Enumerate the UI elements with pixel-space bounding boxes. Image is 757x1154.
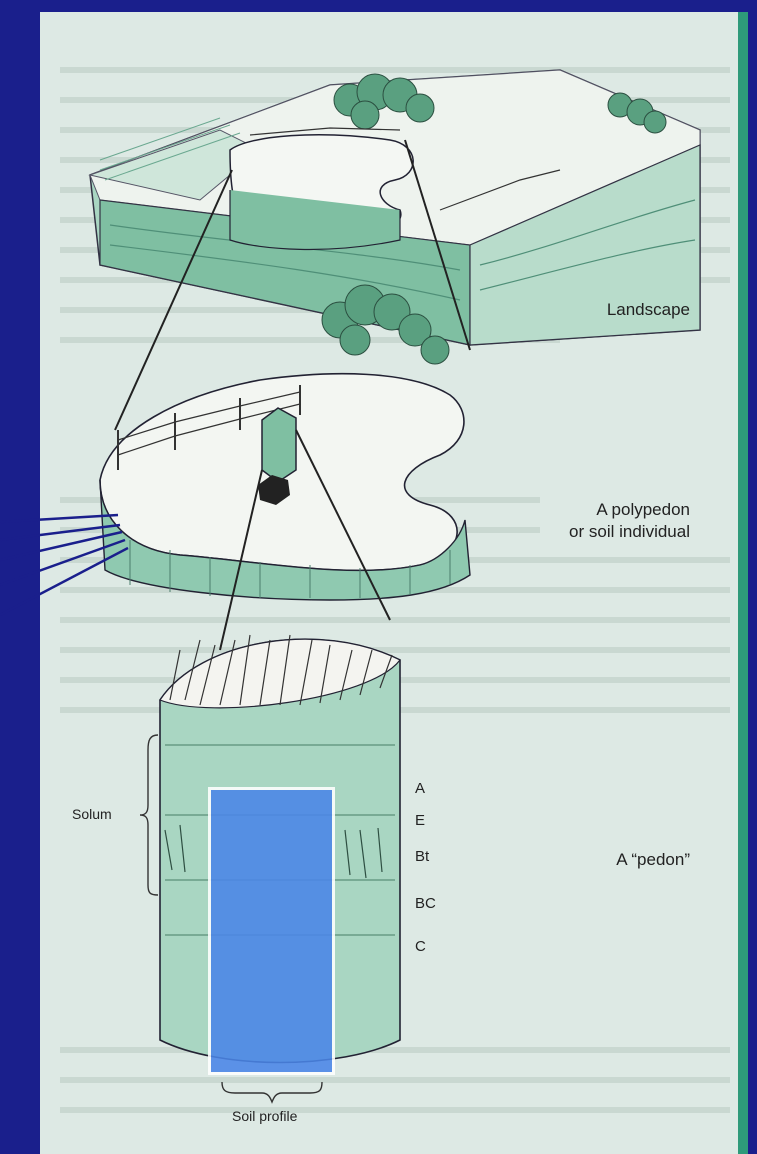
- landscape-label: Landscape: [560, 300, 690, 320]
- polypedon-label-line2: or soil individual: [480, 522, 690, 542]
- soil-profile-brace: [222, 1082, 322, 1102]
- polypedon-label-line1: A polypedon: [480, 500, 690, 520]
- horizon-label-e: E: [415, 812, 425, 829]
- pedon-label: A “pedon”: [560, 850, 690, 870]
- horizon-label-bc: BC: [415, 895, 436, 912]
- horizon-label-a: A: [415, 780, 425, 797]
- highlight-overlay: [208, 787, 335, 1075]
- solum-brace: [140, 735, 158, 895]
- solum-label: Solum: [72, 806, 112, 822]
- horizon-label-bt: Bt: [415, 848, 429, 865]
- soil-profile-label: Soil profile: [232, 1108, 297, 1124]
- polypedon-block: [100, 285, 470, 600]
- horizon-label-c: C: [415, 938, 426, 955]
